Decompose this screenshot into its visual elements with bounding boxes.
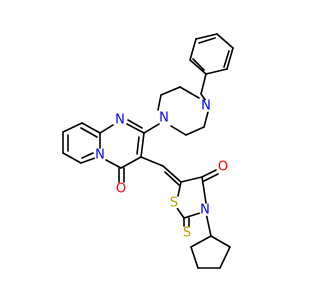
bond [185,126,205,136]
bond [205,68,228,75]
bond [80,157,96,164]
bond [189,38,197,61]
atom-label: N [159,111,169,126]
bond [140,156,164,167]
bond [216,33,234,49]
atom-S-thioxo: S [181,226,193,241]
atom-label: N [200,203,210,218]
bond [140,132,145,158]
bond [127,119,143,129]
bond [183,212,201,219]
atom-O-thiazolidinone: O [217,160,229,175]
bond [162,165,182,183]
atom-N-piperazine-top: N [200,99,212,114]
atom-S-ring: S [168,196,180,211]
atom-N-thiazolidine: N [199,203,211,218]
molecule-structure: N N N N O O S N [62,33,234,269]
bond [195,33,218,40]
bond [81,122,101,134]
atom-label: N [201,99,211,114]
bond [200,73,207,95]
bond [201,169,217,178]
bond [190,235,212,248]
bond [164,171,180,186]
bond [105,159,122,169]
atom-label: S [183,226,191,241]
bond [180,176,203,183]
bond [226,47,234,70]
bond [81,152,94,159]
atom-O-pyridopyrimidinone: O [115,182,127,197]
bond [205,212,212,237]
bond [170,125,187,136]
atom-N-piperazine-bottom: N [158,111,170,126]
bond [203,173,219,182]
bond [62,152,82,164]
bond [136,136,140,155]
bond [223,50,230,68]
bond [192,58,205,71]
bond [200,93,207,102]
atom-N-bridgehead: N [94,148,106,163]
bond [126,123,145,134]
atom-label: N [95,148,105,163]
bond [62,122,83,133]
bond [176,207,185,219]
bond-layer [62,33,234,269]
bond [143,123,160,134]
atom-label-layer: N N N N O O S N [94,99,229,241]
bond [219,246,231,269]
atom-label: S [170,196,178,211]
bond [177,181,182,197]
bond [157,94,162,111]
atom-label: O [116,182,126,197]
bond [80,127,98,138]
atom-label: N [115,113,125,128]
atom-label: O [218,160,228,175]
bond [198,37,216,44]
bond [203,111,209,128]
bond [160,86,181,96]
bond [201,176,207,204]
bond [99,124,114,134]
bond [120,156,142,169]
atom-N-pyrimidine: N [114,113,126,128]
bond [179,86,200,99]
bond [210,235,231,248]
bond [189,59,207,75]
bond [190,246,199,269]
